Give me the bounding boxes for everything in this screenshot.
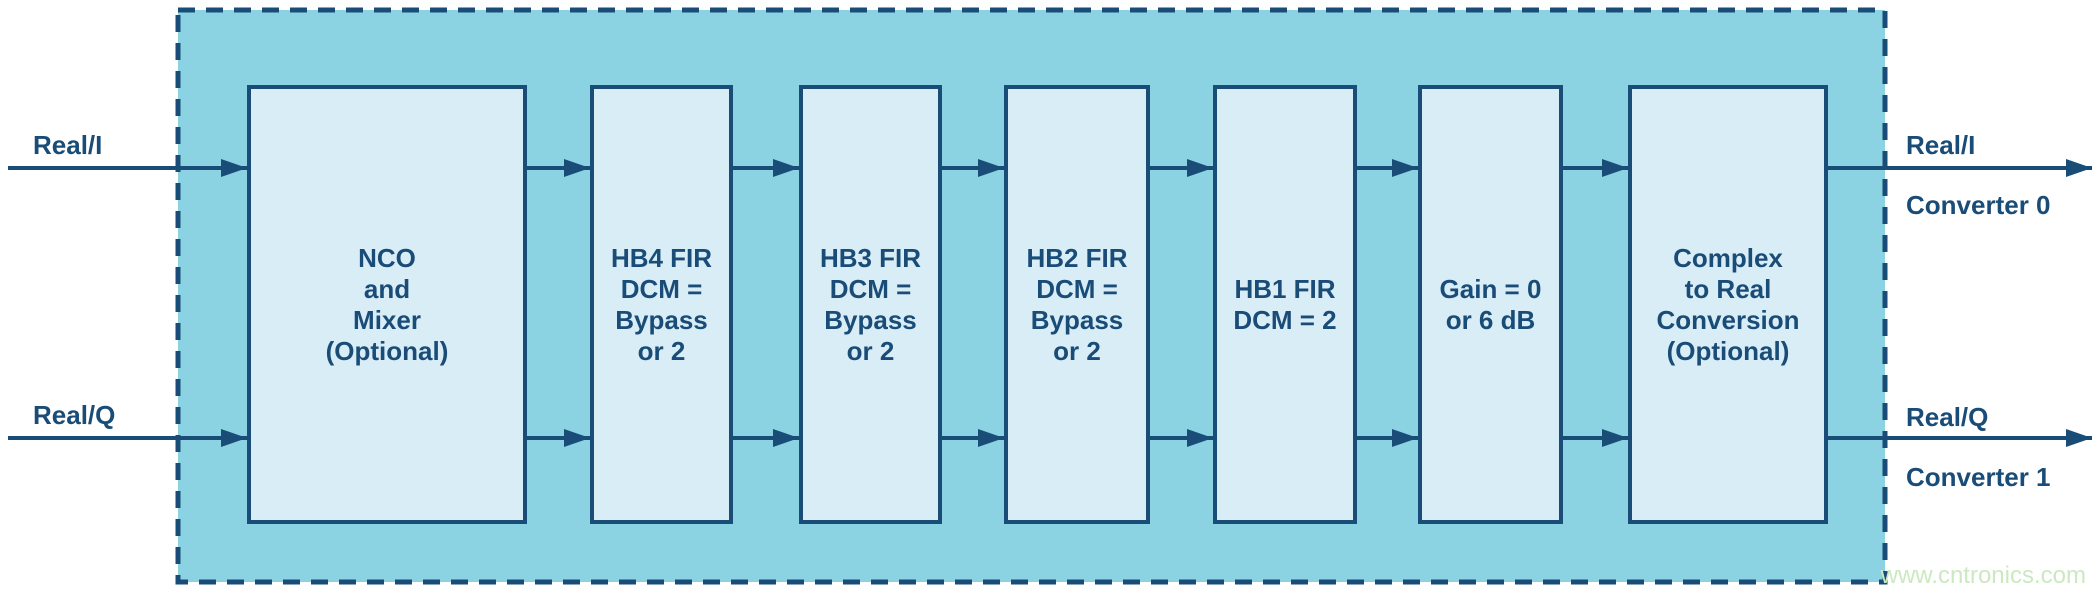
block-gain-label: Gain = 0 or 6 dB [1439,273,1542,335]
block-complex-to-real: Complex to Real Conversion (Optional) [1628,85,1828,524]
block-complex-to-real-label: Complex to Real Conversion (Optional) [1656,242,1800,366]
output-label-converter-1: Converter 1 [1906,462,2051,492]
output-label-converter-0: Converter 0 [1906,190,2051,220]
block-hb4-fir-label: HB4 FIR DCM = Bypass or 2 [610,242,713,366]
block-nco-mixer-label: NCO and Mixer (Optional) [325,242,449,366]
block-hb2-fir-label: HB2 FIR DCM = Bypass or 2 [1026,242,1128,366]
block-hb1-fir-label: HB1 FIR DCM = 2 [1233,273,1337,335]
block-hb3-fir-label: HB3 FIR DCM = Bypass or 2 [819,242,922,366]
block-nco-mixer: NCO and Mixer (Optional) [247,85,527,524]
output-label-real-q: Real/Q [1906,402,1989,432]
block-hb4-fir: HB4 FIR DCM = Bypass or 2 [590,85,733,524]
block-hb1-fir: HB1 FIR DCM = 2 [1213,85,1357,524]
input-label-real-i: Real/I [33,130,103,160]
input-label-real-q: Real/Q [33,400,116,430]
block-gain: Gain = 0 or 6 dB [1418,85,1563,524]
watermark-text: www.cntronics.com [1880,562,2086,589]
block-hb3-fir: HB3 FIR DCM = Bypass or 2 [799,85,942,524]
block-hb2-fir: HB2 FIR DCM = Bypass or 2 [1004,85,1150,524]
output-label-real-i: Real/I [1906,130,1976,160]
